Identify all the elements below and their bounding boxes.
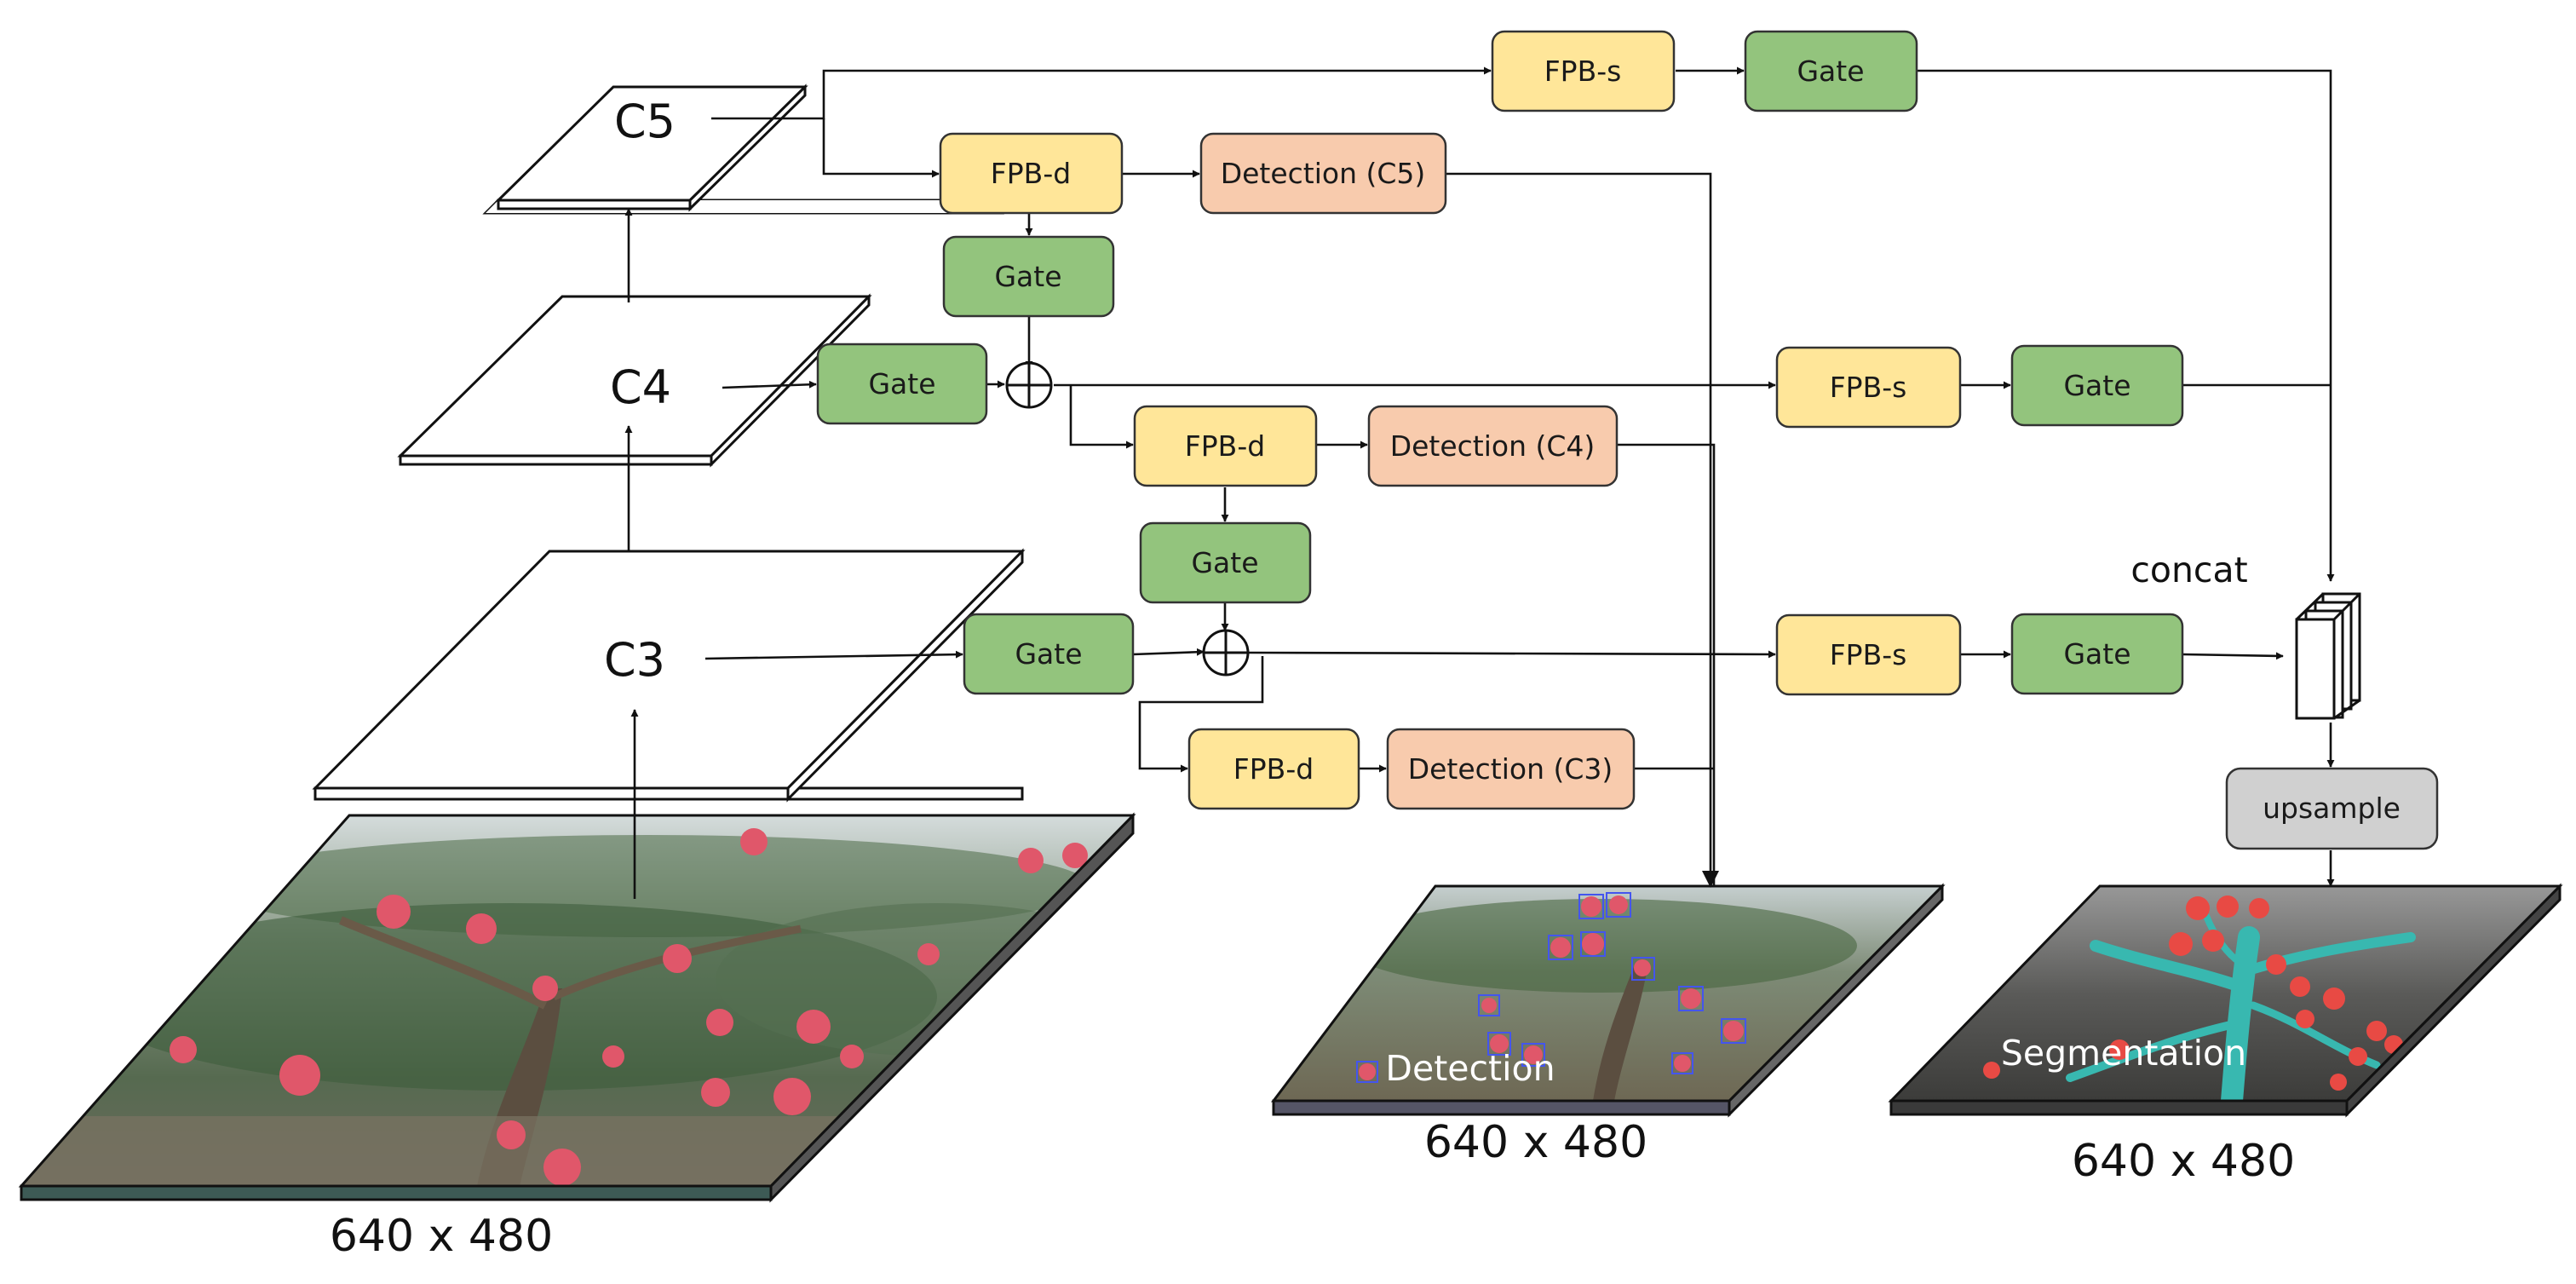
gate-c5-seg-label: Gate <box>1797 55 1864 88</box>
gate-c4-down-block: Gate <box>1139 521 1312 604</box>
gate-c5-seg-block: Gate <box>1744 30 1918 112</box>
detection-boxes <box>1356 892 1746 1083</box>
detection-c5-label: Detection (C5) <box>1221 157 1426 190</box>
c5-label: C5 <box>614 95 676 148</box>
gate-c3-seg-label: Gate <box>2063 637 2130 671</box>
c4-label: C4 <box>610 360 671 414</box>
upsample-label: upsample <box>2263 792 2401 825</box>
segmentation-overlay-label: Segmentation <box>2001 1033 2246 1074</box>
fpb-s-c4-block: FPB-s <box>1775 346 1962 429</box>
connections <box>624 66 2335 899</box>
detection-c3-block: Detection (C3) <box>1386 728 1636 810</box>
gate-c3-block: Gate <box>963 613 1135 695</box>
detected-apples <box>1359 895 1744 1080</box>
fpb-d-c4-label: FPB-d <box>1185 429 1265 463</box>
sum-node-c4 <box>1005 361 1053 409</box>
gate-c4-seg-block: Gate <box>2010 344 2184 427</box>
segmentation-image-plate <box>1888 883 2563 1118</box>
detection-c5-block: Detection (C5) <box>1199 132 1447 215</box>
input-image-plate <box>18 812 1136 1203</box>
detection-c4-label: Detection (C4) <box>1390 429 1596 463</box>
fpb-d-c3-label: FPB-d <box>1233 752 1314 786</box>
detection-image-plate <box>1270 883 1946 1118</box>
gate-c5-down-label: Gate <box>994 260 1061 293</box>
fpb-d-c5-label: FPB-d <box>991 157 1071 190</box>
gate-c3-seg-block: Gate <box>2010 613 2184 695</box>
gate-c4-down-label: Gate <box>1191 546 1258 579</box>
detection-overlay-label: Detection <box>1385 1048 1555 1089</box>
detection-c4-block: Detection (C4) <box>1367 405 1619 487</box>
concat-label: concat <box>2130 550 2247 590</box>
fpb-s-c3-block: FPB-s <box>1775 613 1962 696</box>
fpb-d-c3-block: FPB-d <box>1187 728 1360 810</box>
apples <box>170 828 1088 1186</box>
segmented-apples <box>1983 895 2445 1091</box>
fpb-s-c5-label: FPB-s <box>1544 55 1622 88</box>
fpb-s-c5-block: FPB-s <box>1491 30 1676 112</box>
detection-size-label: 640 x 480 <box>1424 1117 1647 1168</box>
fpb-d-c4-block: FPB-d <box>1133 405 1318 487</box>
segmentation-size-label: 640 x 480 <box>2072 1136 2295 1187</box>
fpb-d-c5-block: FPB-d <box>939 132 1124 215</box>
c4-plate <box>397 293 872 468</box>
c3-label: C3 <box>604 633 665 687</box>
fpb-s-c4-label: FPB-s <box>1830 371 1907 404</box>
c3-plate-top <box>312 548 1026 803</box>
fpb-s-c3-label: FPB-s <box>1830 638 1907 671</box>
sum-node-c3 <box>1202 629 1250 677</box>
concat-block <box>2295 592 2361 720</box>
upsample-block: upsample <box>2225 767 2439 850</box>
input-size-label: 640 x 480 <box>330 1211 553 1262</box>
gate-c4-block: Gate <box>816 343 988 425</box>
gate-c5-down-block: Gate <box>942 235 1115 318</box>
gate-c4-label: Gate <box>868 367 935 400</box>
gate-c4-seg-label: Gate <box>2063 369 2130 402</box>
gate-c3-label: Gate <box>1015 637 1082 671</box>
detection-c3-label: Detection (C3) <box>1408 752 1613 786</box>
